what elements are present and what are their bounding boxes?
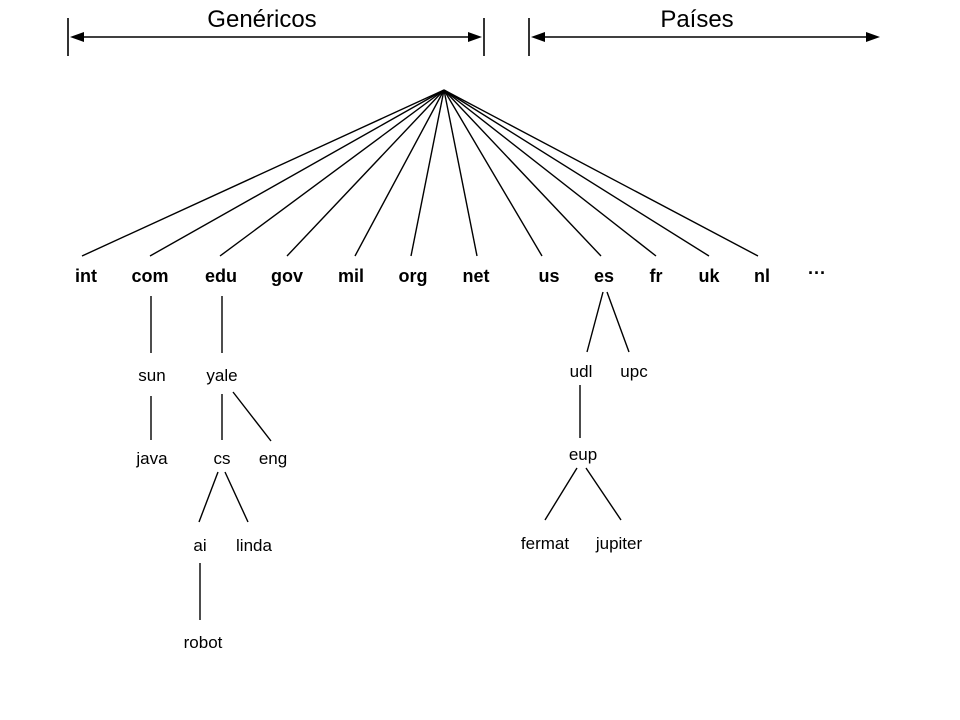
edge-root-net — [443, 89, 478, 257]
node-sun: sun — [138, 366, 165, 385]
generic-arrow-right-icon — [468, 32, 482, 42]
node-eng: eng — [259, 449, 287, 468]
countries-header-label: Países — [660, 6, 733, 33]
node-fermat: fermat — [521, 534, 569, 553]
tld-us: us — [538, 266, 559, 286]
tld-nl: nl — [754, 266, 770, 286]
edge-root-com — [149, 89, 445, 257]
edge-eup-jupiter — [585, 467, 622, 521]
edge-eup-fermat — [544, 467, 578, 521]
node-udl: udl — [570, 362, 593, 381]
edge-es-upc — [606, 291, 630, 353]
tld-row: int com edu gov mil org net us es fr uk … — [75, 263, 826, 286]
node-jupiter: jupiter — [595, 534, 643, 553]
tld-gov: gov — [271, 266, 303, 286]
node-linda: linda — [236, 536, 272, 555]
edge-root-es — [443, 89, 602, 257]
edge-root-mil — [354, 89, 445, 257]
es-subtree: udl upc eup fermat jupiter — [521, 291, 648, 553]
tld-org: org — [399, 266, 428, 286]
edge-root-us — [443, 89, 543, 257]
edge-es-udl — [586, 291, 604, 353]
edge-root-uk — [443, 89, 710, 257]
tld-int: int — [75, 266, 97, 286]
node-ai: ai — [193, 536, 206, 555]
edge-cs-ai — [198, 471, 219, 523]
com-subtree: sun java — [135, 296, 168, 468]
generic-header-label: Genéricos — [207, 6, 316, 33]
tld-fr: fr — [650, 266, 663, 286]
edge-yale-eng — [232, 391, 272, 442]
node-eup: eup — [569, 445, 597, 464]
edge-root-fr — [443, 89, 657, 257]
edge-root-edu — [219, 89, 445, 257]
generic-arrow-left-icon — [70, 32, 84, 42]
tld-es: es — [594, 266, 614, 286]
edge-cs-linda — [224, 471, 249, 523]
countries-arrow-left-icon — [531, 32, 545, 42]
edu-subtree: yale cs eng ai linda robot — [184, 296, 287, 652]
edge-root-nl — [443, 89, 759, 257]
countries-range-bracket — [528, 18, 880, 56]
root-edges — [81, 89, 759, 257]
edge-root-org — [410, 89, 445, 257]
node-yale: yale — [206, 366, 237, 385]
tld-uk: uk — [698, 266, 720, 286]
edge-root-gov — [286, 89, 445, 257]
node-upc: upc — [620, 362, 648, 381]
node-robot: robot — [184, 633, 223, 652]
node-cs: cs — [214, 449, 231, 468]
tld-com: com — [131, 266, 168, 286]
tld-net: net — [463, 266, 490, 286]
node-java: java — [135, 449, 168, 468]
tld-mil: mil — [338, 266, 364, 286]
tld-edu: edu — [205, 266, 237, 286]
more-tlds-ellipsis: ··· — [808, 263, 826, 283]
generic-range-bracket — [67, 18, 485, 56]
edge-root-int — [81, 89, 445, 257]
countries-arrow-right-icon — [866, 32, 880, 42]
